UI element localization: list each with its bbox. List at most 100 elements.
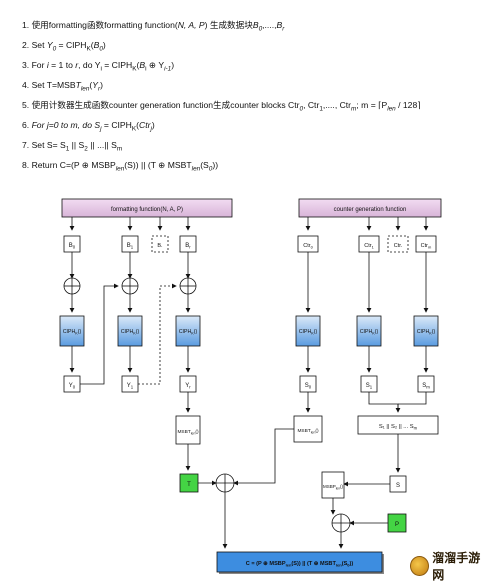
ciph-label-part: CIPH (179, 329, 192, 335)
msbp-label-part: () (340, 484, 343, 489)
block-ctr1-label: Ctr1 (364, 243, 374, 250)
step-text: K (86, 45, 91, 53)
plaintext-p-box (387, 513, 407, 533)
ciph-label: CIPHK() (417, 329, 436, 336)
step-text: 0 (208, 165, 213, 173)
step-text: ( (89, 80, 93, 90)
step-text: ) (171, 60, 175, 70)
step-text: B (93, 40, 100, 50)
step-text: ( (136, 120, 139, 130)
block-b1-label: B1 (127, 243, 134, 250)
concat-label-part: m (414, 426, 418, 431)
step-text: || S (69, 140, 85, 150)
step-text: K (132, 65, 137, 73)
result-label-part: len (336, 563, 342, 568)
watermark-text: 溜溜手游网 (432, 551, 481, 582)
concat-label-part: S₁ || S₂ || ... S (379, 424, 414, 430)
block-br-label-part: r (189, 245, 191, 250)
msbt2-label-part: () (315, 428, 319, 434)
ciph-box (59, 315, 85, 347)
block-b-dots (151, 235, 169, 253)
output-s (389, 475, 407, 493)
step-text: , do Y (78, 60, 101, 70)
step-text: Set S= S (31, 140, 66, 150)
output-y1-label-part: 1 (131, 385, 134, 390)
step-number: 5. (22, 100, 32, 110)
ciph-box (175, 315, 201, 347)
step-text: Y (46, 40, 53, 50)
result-label-part: )) (350, 561, 354, 567)
formatting-function-label: formatting function(N, A, P) (111, 207, 183, 213)
algorithm-step: 1. 使用formatting函数formatting function(N, … (22, 20, 492, 40)
output-yr-label-part: Y (185, 383, 189, 389)
ciph-label-part: K (133, 332, 136, 336)
block-ctr-dots-label-part: Ctr. (394, 243, 403, 249)
ciph-label-part: () (432, 329, 436, 335)
msbt-label-part: () (195, 429, 199, 435)
algorithm-step: 7. Set S= S1 || S2 || ...|| Sm (22, 140, 492, 160)
ciph-label: CIPHK() (179, 329, 198, 336)
formatting-function-box (61, 198, 233, 218)
step-number: 7. (22, 140, 32, 150)
step-text: N, A, P (177, 20, 205, 30)
msbt-label-part: len (191, 432, 196, 436)
msbt-label: MSBTlen() (177, 429, 199, 436)
output-y1 (121, 375, 139, 393)
block-br-label-part: B (185, 243, 189, 249)
output-y0-label-part: 0 (73, 385, 76, 390)
ciph-label-part: CIPH (417, 329, 430, 335)
step-text: i-1 (164, 65, 172, 73)
ciph-label-part: K (372, 332, 375, 336)
msbp-label-part: MSBP (323, 484, 336, 489)
step-text: B (276, 20, 283, 30)
step-text: T (75, 80, 81, 90)
output-y0-label-part: Y (69, 383, 73, 389)
block-br (179, 235, 197, 253)
step-text: 使用formatting函数formatting function( (31, 20, 178, 30)
tag-t-label-part: T (187, 482, 191, 488)
ciph-label-part: CIPH (299, 329, 312, 335)
feedback-y1 (138, 283, 177, 385)
block-b-dots-label-part: B. (157, 243, 163, 249)
block-ctr0-label-part: 0 (311, 245, 314, 250)
output-s1-label-part: 1 (370, 385, 373, 390)
msbt2-box (293, 415, 323, 443)
step-text: ) 生成数据块 (204, 20, 253, 30)
block-b0 (63, 235, 81, 253)
step-text: i (46, 60, 49, 70)
output-s-label: S (396, 483, 400, 489)
step-text: (S)) || (T ⊕ MSBT (124, 160, 192, 170)
result-box (216, 551, 383, 573)
step-text: r (282, 25, 285, 33)
coin-icon (410, 556, 430, 576)
output-s0-label-part: 0 (309, 385, 312, 390)
ciph-label-part: () (194, 329, 198, 335)
output-yr-label: Yr (185, 383, 191, 390)
ciph-label-part: K (311, 332, 314, 336)
ciph-label-part: () (375, 329, 379, 335)
output-s1-label-part: S (366, 383, 370, 389)
tag-t-label: T (187, 482, 191, 488)
block-ctr1-label-part: 1 (372, 245, 374, 250)
block-b1-label-part: 1 (131, 245, 134, 250)
feedback-y0 (80, 283, 119, 385)
block-br-label: Br (185, 243, 191, 250)
step-text: Y (92, 80, 98, 90)
step-text: ; m = ⌈P (356, 100, 388, 110)
step-text: Set (31, 40, 47, 50)
step-number: 2. (22, 40, 32, 50)
step-text: ⊕ Y (146, 60, 165, 70)
step-text: ,...., (262, 20, 277, 30)
step-text: 使用计数器生成函数counter generation function生成co… (31, 100, 300, 110)
output-sm (417, 375, 435, 393)
step-text: (S (200, 160, 209, 170)
step-text: ) (100, 80, 103, 90)
step-text: ) (102, 40, 106, 50)
output-s0-label: S0 (305, 383, 312, 390)
step-text: i (145, 65, 147, 73)
counter-generation-label-part: counter generation function (334, 207, 407, 213)
step-text: ) (151, 120, 155, 130)
msbt2-label-part: MSBT (297, 428, 310, 434)
step-text: B (139, 60, 146, 70)
